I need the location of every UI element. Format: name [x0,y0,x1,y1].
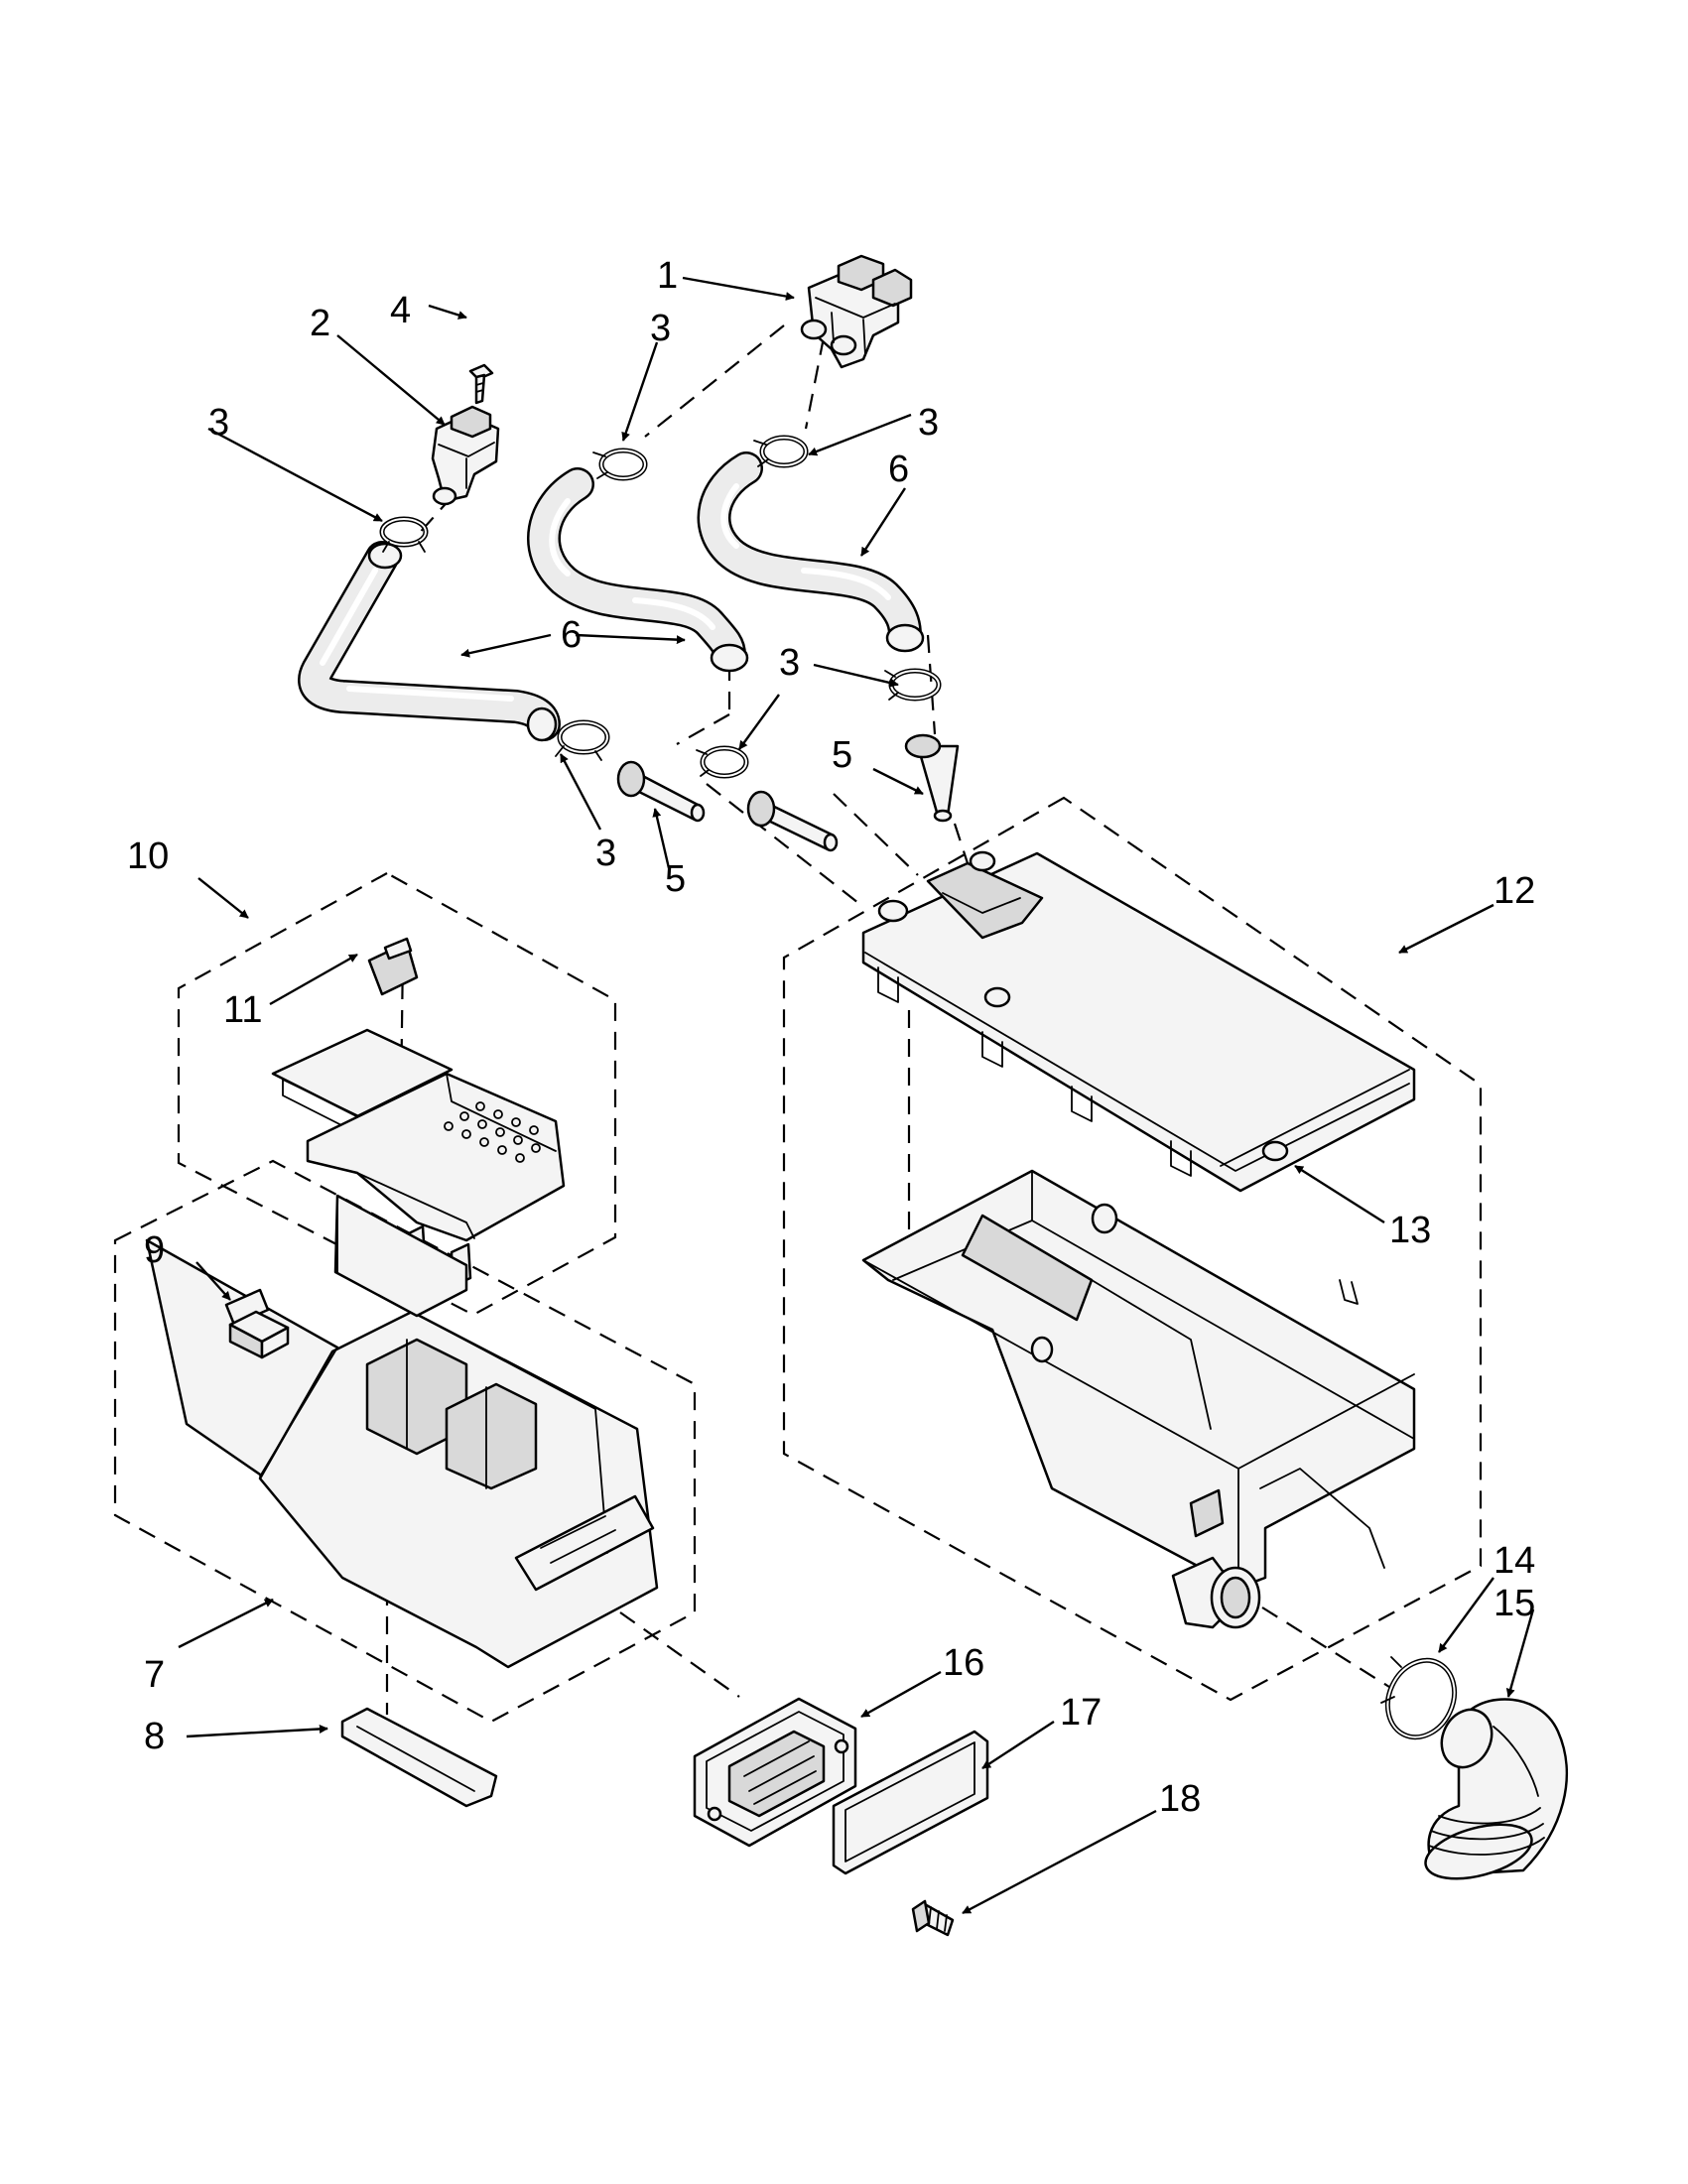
callout-5: 5 [665,858,686,900]
callout-17: 17 [1060,1692,1102,1734]
part-5-tube-a [616,760,706,823]
callout-15: 15 [1493,1583,1535,1624]
callout-3: 3 [779,642,800,684]
part-15-bellows-hose [1424,1698,1569,1880]
callout-3: 3 [595,833,616,874]
part-18-screw [911,1899,955,1937]
part-5-tube-b [746,790,839,852]
callout-11: 11 [223,989,262,1031]
callout-10: 10 [127,835,169,877]
group-outline-12 [782,796,1483,1702]
callout-12: 12 [1493,870,1535,912]
callout-1: 1 [657,255,678,297]
callout-4: 4 [390,290,411,331]
part-6-hose-right [697,451,925,653]
part-6-hose-left [298,541,561,742]
part-13-dispenser-cover [861,850,1416,1193]
part-3-clamp-f [696,745,749,779]
callout-6: 6 [561,614,582,656]
callout-8: 8 [144,1716,165,1757]
part-3-clamp-d [884,668,942,702]
callout-14: 14 [1493,1540,1535,1582]
callout-7: 7 [144,1654,165,1696]
part-3-clamp-c [753,435,809,468]
part-14-clamp [1380,1656,1458,1740]
part-2-single-water-valve [431,405,500,506]
leader-lines [178,276,1535,1915]
part-8-siphon-tray [340,1707,498,1808]
assembly-lines [385,324,1390,1715]
callout-6: 6 [888,449,909,490]
part-6-hose-middle [527,467,749,673]
part-11-siphon-cap [367,937,419,996]
part-3-clamp-a [379,516,429,553]
group-outline-10 [177,871,617,1317]
part-5-tube-c [904,733,960,823]
callout-9: 9 [144,1229,165,1271]
callout-2: 2 [310,303,330,344]
callout-5: 5 [832,734,852,776]
part-7-dispenser-drawer [145,1194,659,1669]
part-3-clamp-b [592,448,648,481]
callout-3: 3 [650,308,671,349]
callout-18: 18 [1159,1778,1201,1820]
part-9-clip [228,1310,290,1359]
callout-3: 3 [918,402,939,444]
part-4-screw [468,363,494,405]
part-1-dual-water-valve [800,254,913,369]
callout-labels: 1 2 3 3 3 3 3 3 4 5 5 6 6 7 8 9 10 11 12… [127,255,1535,1820]
group-outline-7 [113,1159,697,1724]
callout-16: 16 [943,1642,984,1684]
callout-13: 13 [1389,1210,1431,1251]
part-17-cover-plate [832,1730,989,1875]
callout-3: 3 [208,402,229,444]
part-3-clamp-e [555,719,610,761]
part-16-bracket [693,1697,857,1848]
part-12-dispenser-housing [861,1169,1416,1629]
